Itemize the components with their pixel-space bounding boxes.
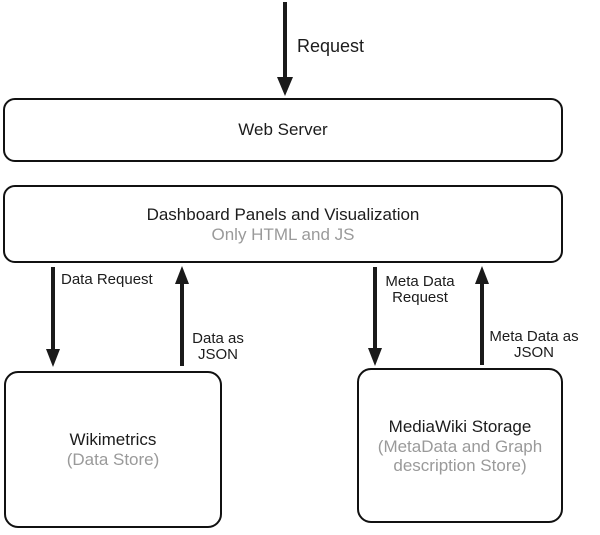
node-dashboard-sublabel: Only HTML and JS [211, 224, 355, 244]
edge-label-data-as-json: Data as JSON [192, 330, 244, 363]
node-dashboard-panels: Dashboard Panels and Visualization Only … [3, 185, 563, 263]
edge-label-meta-data-request: Meta Data Request [385, 273, 455, 306]
node-mediawiki-sublabel: (MetaData and Graph description Store) [377, 436, 543, 475]
node-mediawiki-label: MediaWiki Storage [388, 416, 532, 436]
node-wikimetrics: Wikimetrics (Data Store) [4, 371, 222, 528]
node-dashboard-label: Dashboard Panels and Visualization [146, 204, 420, 224]
edge-label-meta-data-as-json: Meta Data as JSON [489, 328, 579, 361]
data-as-json-arrow-up [175, 266, 189, 366]
node-wikimetrics-label: Wikimetrics [69, 430, 157, 449]
node-web-server: Web Server [3, 98, 563, 162]
data-request-arrow-down [46, 267, 60, 367]
node-wikimetrics-sublabel: (Data Store) [66, 450, 160, 469]
edge-label-data-request: Data Request [61, 271, 153, 288]
edge-label-request: Request [297, 36, 365, 56]
node-web-server-label: Web Server [238, 120, 328, 139]
meta-data-request-arrow-down [368, 267, 382, 366]
meta-data-as-json-arrow-up [475, 266, 489, 365]
request-arrow-down [277, 2, 293, 96]
node-mediawiki-storage: MediaWiki Storage (MetaData and Graph de… [357, 368, 563, 523]
